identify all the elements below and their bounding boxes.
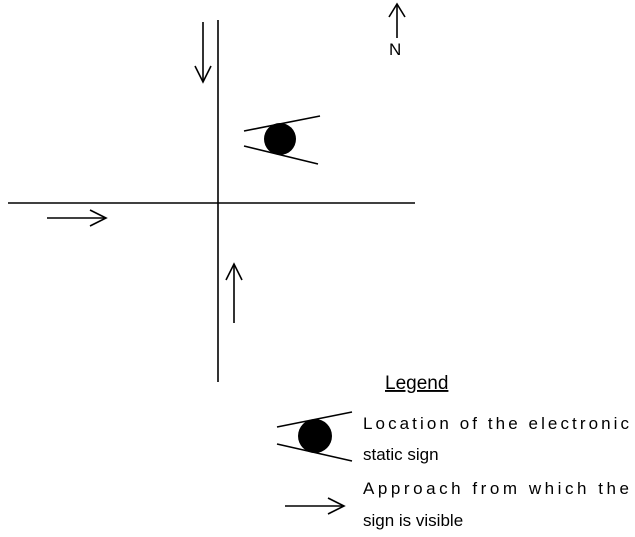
legend-title: Legend — [385, 373, 448, 394]
north-indicator: N — [388, 2, 406, 59]
legend-item-sign-line-2: static sign — [363, 445, 439, 464]
sign-marker-icon — [243, 115, 321, 165]
north-arrow-icon — [388, 2, 406, 38]
arrow-down-icon — [194, 22, 212, 84]
legend-item-sign-line-1: Location of the electronic — [363, 414, 630, 433]
approach-arrow-south — [225, 262, 243, 323]
legend-item-approach: Approach from which the sign is visible — [285, 479, 629, 530]
legend-item-approach-line-1: Approach from which the — [363, 479, 629, 498]
arrow-right-icon — [285, 497, 346, 515]
north-label: N — [389, 40, 401, 59]
arrow-up-icon — [225, 262, 243, 323]
approach-arrow-west — [47, 209, 108, 227]
sign-location-marker — [243, 115, 321, 165]
legend-item-approach-line-2: sign is visible — [363, 511, 463, 530]
legend-item-sign: Location of the electronic static sign — [276, 411, 630, 464]
arrow-right-icon — [47, 209, 108, 227]
approach-arrow-north — [194, 22, 212, 84]
roads — [8, 20, 415, 382]
legend: Legend Location of the electronic static… — [276, 373, 630, 530]
sign-marker-icon — [276, 411, 353, 462]
